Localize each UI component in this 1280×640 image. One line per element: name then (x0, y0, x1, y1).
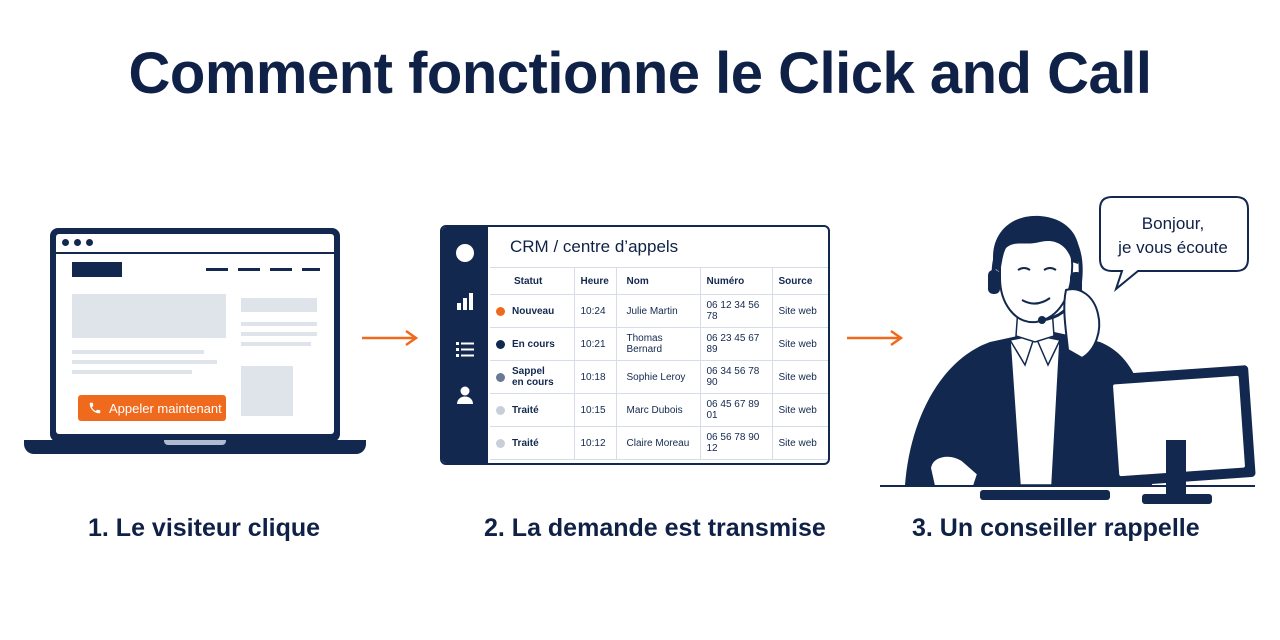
list-icon[interactable] (455, 339, 475, 359)
table-row[interactable]: Traité 10:12 Claire Moreau 06 56 78 90 1… (490, 426, 828, 460)
browser-dot-icon (86, 239, 93, 246)
number-cell: 06 23 45 67 89 (699, 327, 773, 361)
calls-table: Statut Heure Nom Numéro Source Nouveau 1… (490, 267, 828, 460)
time-cell: 10:12 (573, 426, 617, 460)
nav-link (270, 268, 292, 271)
column-header-source: Source (771, 267, 828, 295)
name-cell: Sophie Leroy (615, 360, 701, 394)
speech-bubble-text: Bonjour, je vous écoute (1100, 212, 1246, 260)
status-dot-icon (496, 438, 505, 448)
time-cell: 10:21 (573, 327, 617, 361)
phone-icon (89, 402, 101, 414)
image-placeholder (241, 366, 293, 416)
browser-dot-icon (74, 239, 81, 246)
site-logo (72, 262, 122, 277)
table-row[interactable]: En cours 10:21 Thomas Bernard 06 23 45 6… (490, 327, 828, 361)
time-cell: 10:24 (573, 294, 617, 328)
column-header-name: Nom (615, 267, 701, 295)
source-cell: Site web (771, 393, 828, 427)
status-dot-icon (496, 339, 505, 349)
time-cell: 10:18 (573, 360, 617, 394)
speech-line-1: Bonjour, (1141, 214, 1205, 233)
step-1-caption: 1. Le visiteur clique (88, 514, 321, 542)
nav-link (302, 268, 320, 271)
browser-bar (56, 234, 334, 254)
laptop-notch (164, 440, 226, 445)
status-text: Sappel en cours (512, 366, 554, 388)
text-line (72, 360, 217, 364)
user-icon[interactable] (455, 385, 475, 405)
name-cell: Thomas Bernard (615, 327, 701, 361)
hero-image-placeholder (72, 294, 226, 338)
source-cell: Site web (771, 360, 828, 394)
arrow-right-icon (847, 329, 904, 347)
table-row[interactable]: Nouveau 10:24 Julie Martin 06 12 34 56 7… (490, 294, 828, 328)
bar-chart-icon[interactable] (455, 291, 475, 311)
nav-link (238, 268, 260, 271)
text-line (241, 342, 311, 346)
column-header-number: Numéro (699, 267, 773, 295)
column-header-time: Heure (573, 267, 617, 295)
status-text: En cours (512, 338, 555, 350)
status-dot-icon (496, 306, 505, 316)
website-mockup: Appeler maintenant (56, 234, 334, 434)
laptop-screen: Appeler maintenant (50, 228, 340, 442)
text-line (72, 370, 192, 374)
laptop-base (24, 440, 366, 454)
name-cell: Julie Martin (615, 294, 701, 328)
number-cell: 06 56 78 90 12 (699, 426, 773, 460)
source-cell: Site web (771, 426, 828, 460)
status-dot-icon (496, 372, 505, 382)
number-cell: 06 12 34 56 78 (699, 294, 773, 328)
step-2-caption: 2. La demande est transmise (484, 514, 826, 542)
name-cell: Marc Dubois (615, 393, 701, 427)
crm-window: CRM / centre d’appels Statut Heure Nom N… (440, 225, 830, 465)
number-cell: 06 45 67 89 01 (699, 393, 773, 427)
sidebar-block (241, 298, 317, 312)
table-header-row: Statut Heure Nom Numéro Source (490, 267, 828, 295)
time-cell: 10:15 (573, 393, 617, 427)
text-line (241, 322, 317, 326)
arrow-right-icon (362, 329, 419, 347)
crm-title: CRM / centre d’appels (510, 237, 679, 256)
page-title: Comment fonctionne le Click and Call (128, 41, 1152, 106)
crm-sidebar (442, 227, 488, 463)
table-row[interactable]: Traité 10:15 Marc Dubois 06 45 67 89 01 … (490, 393, 828, 427)
nav-link (206, 268, 228, 271)
circle-icon[interactable] (455, 243, 475, 263)
source-cell: Site web (771, 294, 828, 328)
call-center-agent-illustration (880, 215, 1256, 504)
status-text: Traité (512, 404, 539, 416)
call-now-label: Appeler maintenant (109, 400, 222, 416)
status-text: Traité (512, 437, 539, 449)
column-header-status: Statut (490, 267, 575, 295)
step-3-caption: 3. Un conseiller rappelle (912, 514, 1200, 542)
text-line (241, 332, 317, 336)
browser-dot-icon (62, 239, 69, 246)
status-dot-icon (496, 405, 505, 415)
status-text: Nouveau (512, 305, 555, 317)
table-row[interactable]: Sappel en cours 10:18 Sophie Leroy 06 34… (490, 360, 828, 394)
source-cell: Site web (771, 327, 828, 361)
name-cell: Claire Moreau (615, 426, 701, 460)
text-line (72, 350, 204, 354)
call-now-button[interactable]: Appeler maintenant (78, 395, 226, 421)
speech-line-2: je vous écoute (1118, 238, 1228, 257)
number-cell: 06 34 56 78 90 (699, 360, 773, 394)
speech-bubble-icon (1099, 196, 1249, 292)
